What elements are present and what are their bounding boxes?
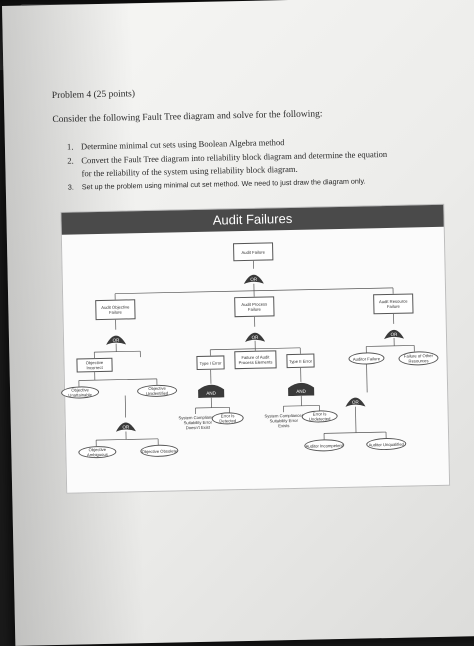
svg-text:OR: OR (252, 335, 260, 340)
svg-text:OR: OR (250, 277, 258, 282)
svg-text:OR: OR (113, 338, 121, 343)
svg-text:OR: OR (391, 332, 399, 337)
fault-tree-diagram: Audit Failures (60, 204, 450, 494)
type-1-and-gate: AND (197, 383, 225, 398)
task-2-number: 2. (67, 156, 74, 166)
failure-of-audit-process-elements: Failure of Audit Process Elements (234, 350, 276, 369)
objective-incorrect-or-gate: OR (115, 416, 137, 432)
type-2-and-gate: AND (287, 382, 315, 397)
task-3-number: 3. (68, 183, 74, 192)
objective-unidentified: Objective Unidentified (137, 384, 177, 397)
audit-resource-failure: Audit Resource Failure (373, 293, 413, 314)
objective-incorrect: Objective Incorrect (76, 358, 112, 373)
error-is-detected: Error Is Detected (212, 412, 244, 425)
type-2-error: Type II Error (286, 354, 314, 369)
task-1-number: 1. (67, 142, 74, 152)
top-or-gate: OR (243, 269, 265, 285)
resource-or-gate: OR (383, 324, 405, 340)
objective-ambiguous: Objective Ambiguous (78, 446, 116, 459)
process-or-gate: OR (244, 327, 266, 343)
objective-unattainable: Objective Unattainable (61, 386, 99, 399)
svg-text:OR: OR (122, 424, 130, 429)
error-is-undetected: Error Is Undetected (302, 410, 338, 423)
svg-text:AND: AND (206, 391, 216, 396)
audit-objective-failure: Audit Objective Failure (95, 299, 135, 320)
top-event-audit-failure: Audit Failure (233, 242, 273, 261)
auditor-or-gate: OR (344, 391, 366, 407)
problem-heading: Problem 4 (25 points) (52, 89, 135, 101)
type-1-error: Type I Error (196, 355, 224, 370)
system-compliance-error-exists: System Compliance/ Suitability Error Exi… (264, 413, 304, 429)
svg-text:AND: AND (296, 389, 306, 394)
svg-text:OR: OR (352, 400, 360, 405)
objective-or-gate: OR (105, 329, 127, 345)
audit-process-failure: Audit Process Failure (234, 296, 274, 317)
